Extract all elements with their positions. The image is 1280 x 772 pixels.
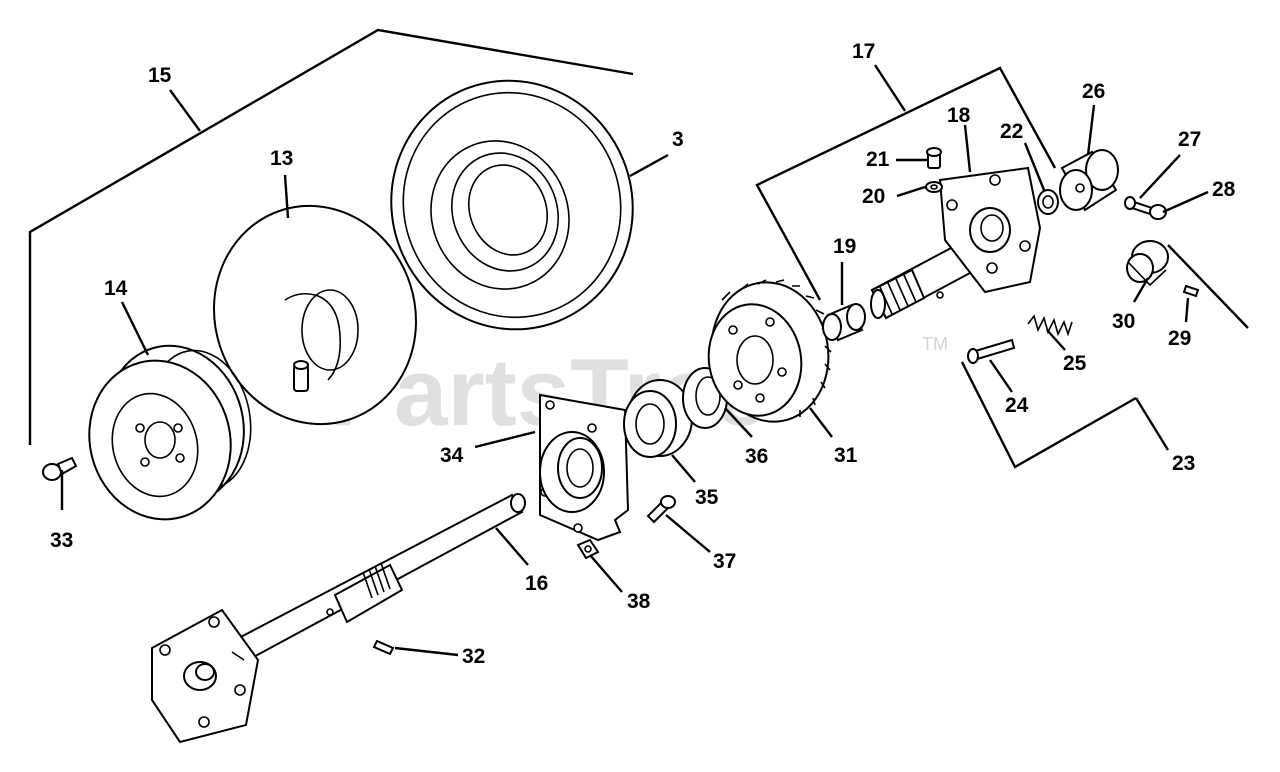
- callout-29[interactable]: 29: [1168, 327, 1191, 350]
- output-shaft[interactable]: [870, 166, 1042, 320]
- callout-20[interactable]: 20: [862, 185, 885, 208]
- callout-25[interactable]: 25: [1063, 352, 1087, 375]
- callout-17[interactable]: 17: [852, 40, 875, 63]
- callout-19[interactable]: 19: [833, 235, 856, 258]
- callout-21[interactable]: 21: [866, 148, 890, 171]
- bushing-30[interactable]: [1126, 240, 1169, 287]
- gear-31[interactable]: [700, 273, 839, 431]
- callout-27[interactable]: 27: [1178, 128, 1201, 151]
- bracket-15: [28, 28, 634, 445]
- callout-31[interactable]: 31: [834, 444, 858, 467]
- leader-lines: [60, 104, 1209, 657]
- callout-15[interactable]: 15: [148, 64, 172, 87]
- screw-33[interactable]: [42, 456, 78, 481]
- pin-32[interactable]: [372, 639, 395, 656]
- callouts: 3 13 14 15 16 17 18 19 20 21 22 23 24 25…: [50, 40, 1236, 668]
- cap-26[interactable]: [1059, 149, 1119, 212]
- callout-26[interactable]: 26: [1082, 80, 1105, 103]
- callout-32[interactable]: 32: [462, 645, 485, 668]
- washer-20[interactable]: [925, 181, 943, 193]
- spring-25[interactable]: [1027, 314, 1073, 337]
- callout-22[interactable]: 22: [1000, 120, 1023, 143]
- axle-shaft[interactable]: [151, 493, 526, 744]
- pin-24[interactable]: [967, 338, 1016, 364]
- bracket-23: [960, 244, 1249, 469]
- bolt-27[interactable]: [1124, 196, 1154, 216]
- roll-pin-29[interactable]: [1182, 284, 1200, 298]
- valve-stem-icon: [293, 360, 309, 392]
- bracket-17: [755, 64, 1057, 301]
- wheel-rim[interactable]: [72, 330, 262, 535]
- bushing-22[interactable]: [1037, 189, 1059, 215]
- callout-36[interactable]: 36: [745, 445, 768, 468]
- callout-13[interactable]: 13: [270, 147, 293, 170]
- callout-18[interactable]: 18: [947, 104, 971, 127]
- bearing-plate[interactable]: [539, 393, 630, 542]
- callout-37[interactable]: 37: [713, 550, 736, 573]
- callout-23[interactable]: 23: [1172, 452, 1195, 475]
- callout-35[interactable]: 35: [695, 486, 719, 509]
- callout-28[interactable]: 28: [1212, 178, 1236, 201]
- inner-tube[interactable]: [186, 179, 444, 450]
- callout-24[interactable]: 24: [1005, 394, 1029, 417]
- sleeve-19[interactable]: [822, 303, 866, 342]
- grease-fitting-21[interactable]: [926, 147, 942, 169]
- callout-38[interactable]: 38: [627, 590, 651, 613]
- callout-3[interactable]: 3: [672, 128, 684, 151]
- callout-33[interactable]: 33: [50, 529, 73, 552]
- callout-34[interactable]: 34: [440, 444, 464, 467]
- nut-28[interactable]: [1149, 204, 1167, 220]
- callout-14[interactable]: 14: [104, 277, 128, 300]
- tire[interactable]: [354, 44, 670, 366]
- bearing-35[interactable]: [623, 379, 693, 458]
- callout-30[interactable]: 30: [1112, 310, 1135, 333]
- nut-38[interactable]: [576, 538, 600, 560]
- bolt-37[interactable]: [646, 495, 676, 524]
- callout-16[interactable]: 16: [525, 572, 548, 595]
- watermark-tm: TM: [922, 334, 948, 354]
